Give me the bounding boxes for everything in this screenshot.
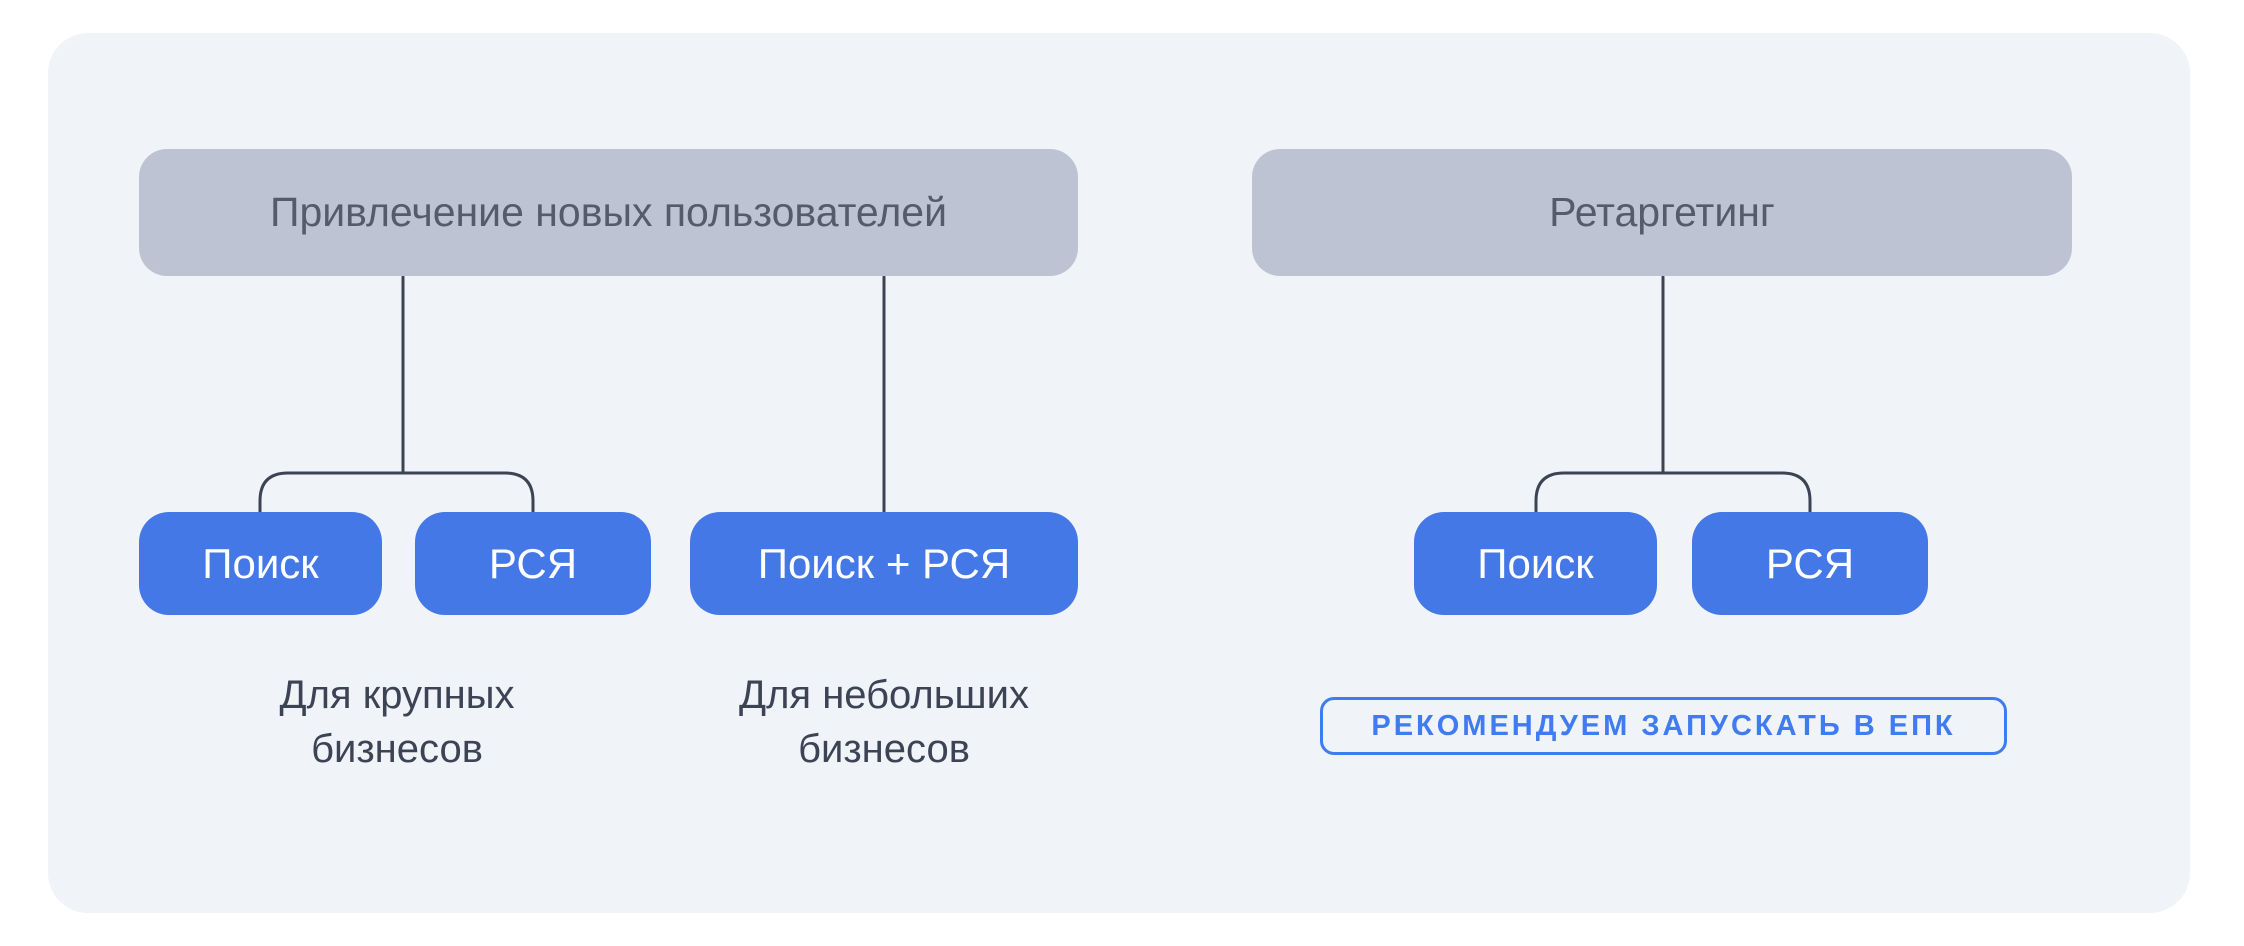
channel-chip-search-plus-rsya: Поиск + РСЯ: [690, 512, 1078, 615]
channel-chip-rsya: РСЯ: [415, 512, 651, 615]
root-node-new-users: Привлечение новых пользователей: [139, 149, 1078, 276]
caption-small-business: Для небольших бизнесов: [739, 673, 1029, 771]
caption-large-business: Для крупных бизнесов: [279, 673, 515, 771]
channel-chip-search-retargeting: Поиск: [1414, 512, 1657, 615]
root-node-retargeting: Ретаргетинг: [1252, 149, 2072, 276]
channel-chip-rsya-retargeting: РСЯ: [1692, 512, 1928, 615]
channel-chip-search: Поиск: [139, 512, 382, 615]
recommendation-badge: РЕКОМЕНДУЕМ ЗАПУСКАТЬ В ЕПК: [1320, 697, 2007, 755]
